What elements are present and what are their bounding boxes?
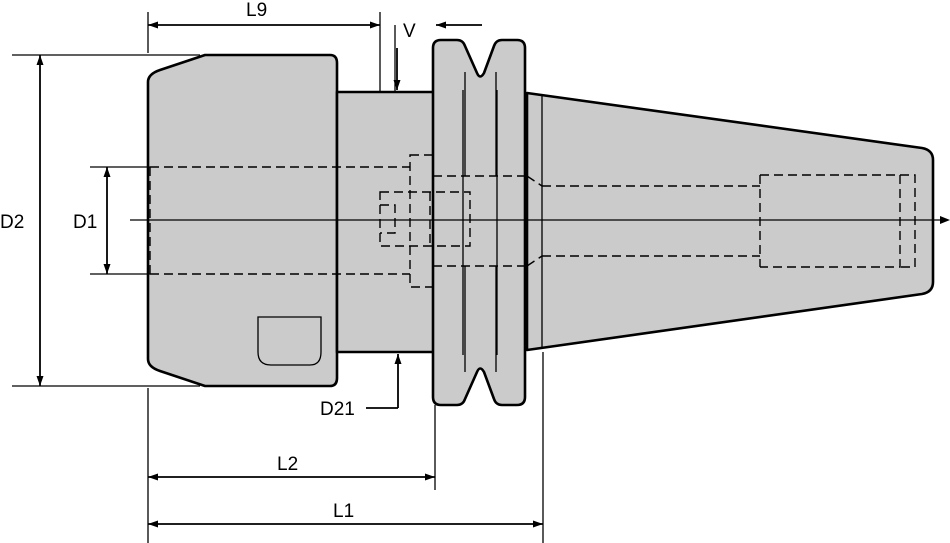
dimension-l2: L2 xyxy=(147,388,436,543)
dimension-d2: D2 xyxy=(0,54,200,387)
dimension-d21: D21 xyxy=(320,354,402,420)
hidden-lines xyxy=(149,154,916,288)
d1-label: D1 xyxy=(73,212,97,233)
d2-label: D2 xyxy=(0,212,24,233)
dimension-l9: L9 xyxy=(147,0,381,92)
v-label: V xyxy=(403,21,416,42)
d21-label: D21 xyxy=(320,399,355,420)
l1-label: L1 xyxy=(333,501,354,522)
l9-label: L9 xyxy=(246,0,267,21)
dimension-v: V xyxy=(393,21,482,92)
dimension-l1: L1 xyxy=(148,352,544,543)
toolholder-body xyxy=(146,38,935,407)
dimension-d1: D1 xyxy=(73,166,150,275)
drive-slot xyxy=(257,316,322,366)
taper-shank xyxy=(525,91,935,352)
l2-label: L2 xyxy=(277,454,298,475)
neck xyxy=(335,90,437,354)
flange xyxy=(431,38,527,407)
